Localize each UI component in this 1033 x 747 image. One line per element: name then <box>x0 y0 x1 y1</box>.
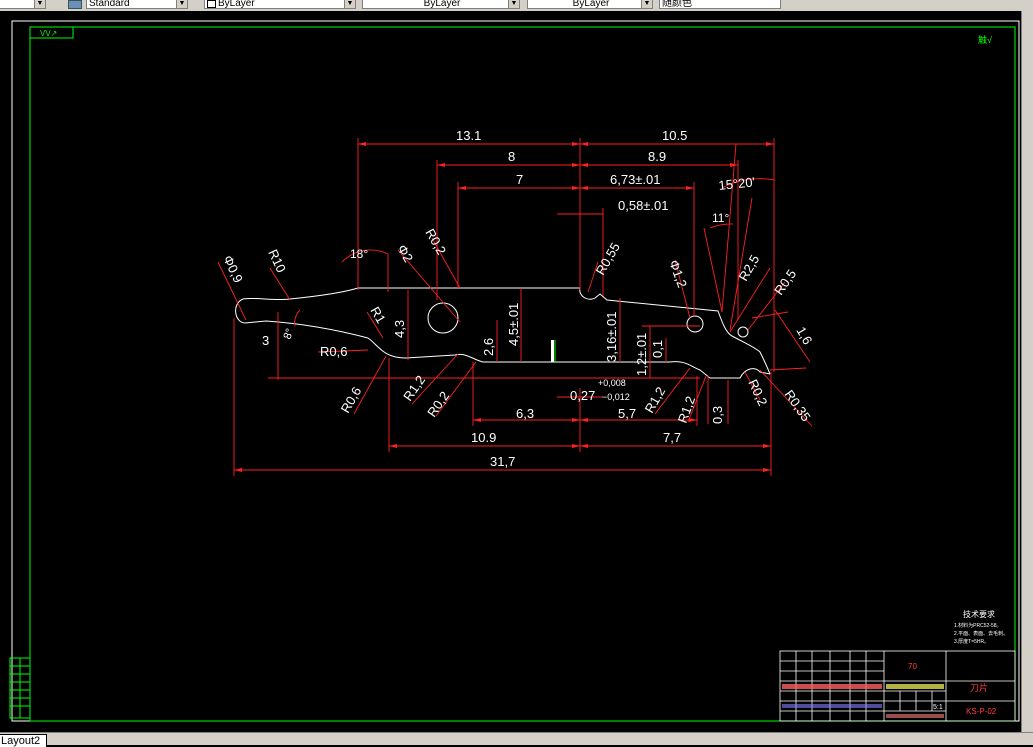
lineweight-dropdown[interactable]: ByLayer ▼ <box>527 0 653 9</box>
textstyle-dropdown[interactable]: Standard ▼ <box>86 0 188 9</box>
dim-tol-plus: +0,008 <box>598 378 626 388</box>
dim-0-27: 0,27 <box>570 388 595 403</box>
layer-value: ByLayer <box>218 0 255 9</box>
dim-r0-6-lower: R0,6 <box>338 384 365 415</box>
dim-31-7: 31,7 <box>490 454 515 469</box>
dim-r1-2-left: R1,2 <box>400 373 428 404</box>
chevron-down-icon[interactable]: ▼ <box>34 0 45 8</box>
dim-10-5: 10.5 <box>662 128 687 143</box>
dim-0-3: 0,3 <box>710 406 725 424</box>
dim-r1-2-mid: R1,2 <box>642 384 669 415</box>
dim-r0-6-inner: R0,6 <box>320 344 347 359</box>
dim-7: 7 <box>516 172 523 187</box>
tech-line-2: 2.平面、表面、去毛刺。 <box>954 630 1008 637</box>
dim-dia0-9: Φ0,9 <box>220 253 246 285</box>
drawing-canvas[interactable]: VV↗ 触√ <box>0 11 1021 732</box>
plotstyle-value: 随颜色 <box>662 0 692 9</box>
dim-0-58: 0,58±.01 <box>618 198 669 213</box>
chevron-down-icon[interactable]: ▼ <box>641 0 652 8</box>
linetype-dropdown[interactable]: ByLayer ▼ <box>362 0 520 9</box>
dim-10-9: 10.9 <box>471 430 496 445</box>
title-block-scale: 5:1 <box>933 704 943 711</box>
text-style-icon[interactable] <box>68 0 82 9</box>
dim-dia2: Φ2 <box>394 242 416 265</box>
part-outline <box>235 287 771 379</box>
dim-11deg: 11° <box>712 211 729 225</box>
slot-mark <box>551 340 554 362</box>
title-block-drawing-code: KS-P-02 <box>966 707 997 716</box>
properties-toolbar: ▼ Standard ▼ ByLayer ▼ ByLayer ▼ ByLayer ▼ 随… <box>0 0 1033 12</box>
corner-box-tl <box>29 26 74 39</box>
tech-requirements: 技术要求 1.材料为PRC52-58。 2.平面、表面、去毛刺。 3.厚度T=5… <box>954 609 1008 645</box>
dim-r0-2-top: R0,2 <box>422 226 449 257</box>
color-swatch-icon <box>207 0 216 8</box>
dim-1-6: 1,6 <box>793 324 815 347</box>
dim-r2-5: R2,5 <box>736 252 763 283</box>
plotstyle-dropdown[interactable]: 随颜色 <box>659 0 781 9</box>
drawing-svg[interactable]: VV↗ 触√ <box>0 11 1021 732</box>
dim-r0-55: R0,55 <box>593 240 623 278</box>
dim-4-3: 4,3 <box>392 320 407 338</box>
dim-18deg: 18° <box>350 247 368 261</box>
tab-layout2-label: Layout2 <box>1 735 41 747</box>
title-block-marks <box>782 684 944 718</box>
drawing-frame <box>29 26 1016 722</box>
layout-tabs-bar: Layout2 <box>0 732 1033 747</box>
linetype-value: ByLayer <box>423 0 461 9</box>
dimstyle-dropdown[interactable]: ▼ <box>0 0 46 9</box>
tech-line-3: 3.厚度T=5HR。 <box>954 638 989 645</box>
dim-r0-2-lower: R0,2 <box>424 389 452 420</box>
tech-title: 技术要求 <box>963 609 995 619</box>
chevron-down-icon[interactable]: ▼ <box>508 0 519 8</box>
vertical-scrollbar[interactable] <box>1021 11 1033 732</box>
dim-r1: R1 <box>367 304 388 326</box>
tech-line-1: 1.材料为PRC52-58。 <box>954 622 1002 629</box>
dim-6-3: 6,3 <box>516 406 534 421</box>
dimension-arrows <box>234 142 774 472</box>
dim-8deg: 8° <box>282 327 297 341</box>
roughness-symbol: 触√ <box>978 34 992 45</box>
dim-tol-minus: −0,012 <box>602 392 630 402</box>
dim-0-1: 0,1 <box>650 340 665 358</box>
dim-dia1-2: Φ1,2 <box>666 258 690 290</box>
dim-3-16: 3,16±.01 <box>604 311 619 362</box>
dimension-texts: 13.1 10.5 8 8.9 7 6,73±.01 0,58±.01 15°2… <box>220 128 815 469</box>
dim-2-6: 2,6 <box>481 338 496 356</box>
title-block-part-name: 刀片 <box>970 682 988 693</box>
layer-dropdown[interactable]: ByLayer ▼ <box>204 0 356 9</box>
dim-8: 8 <box>508 149 515 164</box>
dim-5-7: 5,7 <box>618 406 636 421</box>
title-block-qty: 70 <box>908 662 917 671</box>
textstyle-value: Standard <box>89 0 130 9</box>
side-stamp <box>9 657 31 719</box>
paper-edge <box>11 20 1020 722</box>
dim-4-5: 4,5±.01 <box>506 303 521 346</box>
dim-8-9: 8.9 <box>648 149 666 164</box>
lineweight-value: ByLayer <box>572 0 610 9</box>
dim-r10: R10 <box>265 247 289 275</box>
title-block <box>779 650 1016 722</box>
dim-3: 3 <box>262 333 269 348</box>
dim-r0-2-right: R0,2 <box>745 377 770 408</box>
tab-layout2[interactable]: Layout2 <box>0 734 48 747</box>
dim-13-1: 13.1 <box>456 128 481 143</box>
dim-r0-35: R0,35 <box>782 387 814 424</box>
chevron-down-icon[interactable]: ▼ <box>344 0 355 8</box>
dim-r0-5: R0,5 <box>771 267 799 298</box>
dim-6-73: 6,73±.01 <box>610 172 661 187</box>
dim-1-2: 1,2±.01 <box>634 333 649 376</box>
chevron-down-icon[interactable]: ▼ <box>176 0 187 8</box>
dim-7-7: 7,7 <box>663 430 681 445</box>
dim-15-20: 15°20' <box>718 174 756 193</box>
corner-label-tl: VV↗ <box>40 29 57 38</box>
